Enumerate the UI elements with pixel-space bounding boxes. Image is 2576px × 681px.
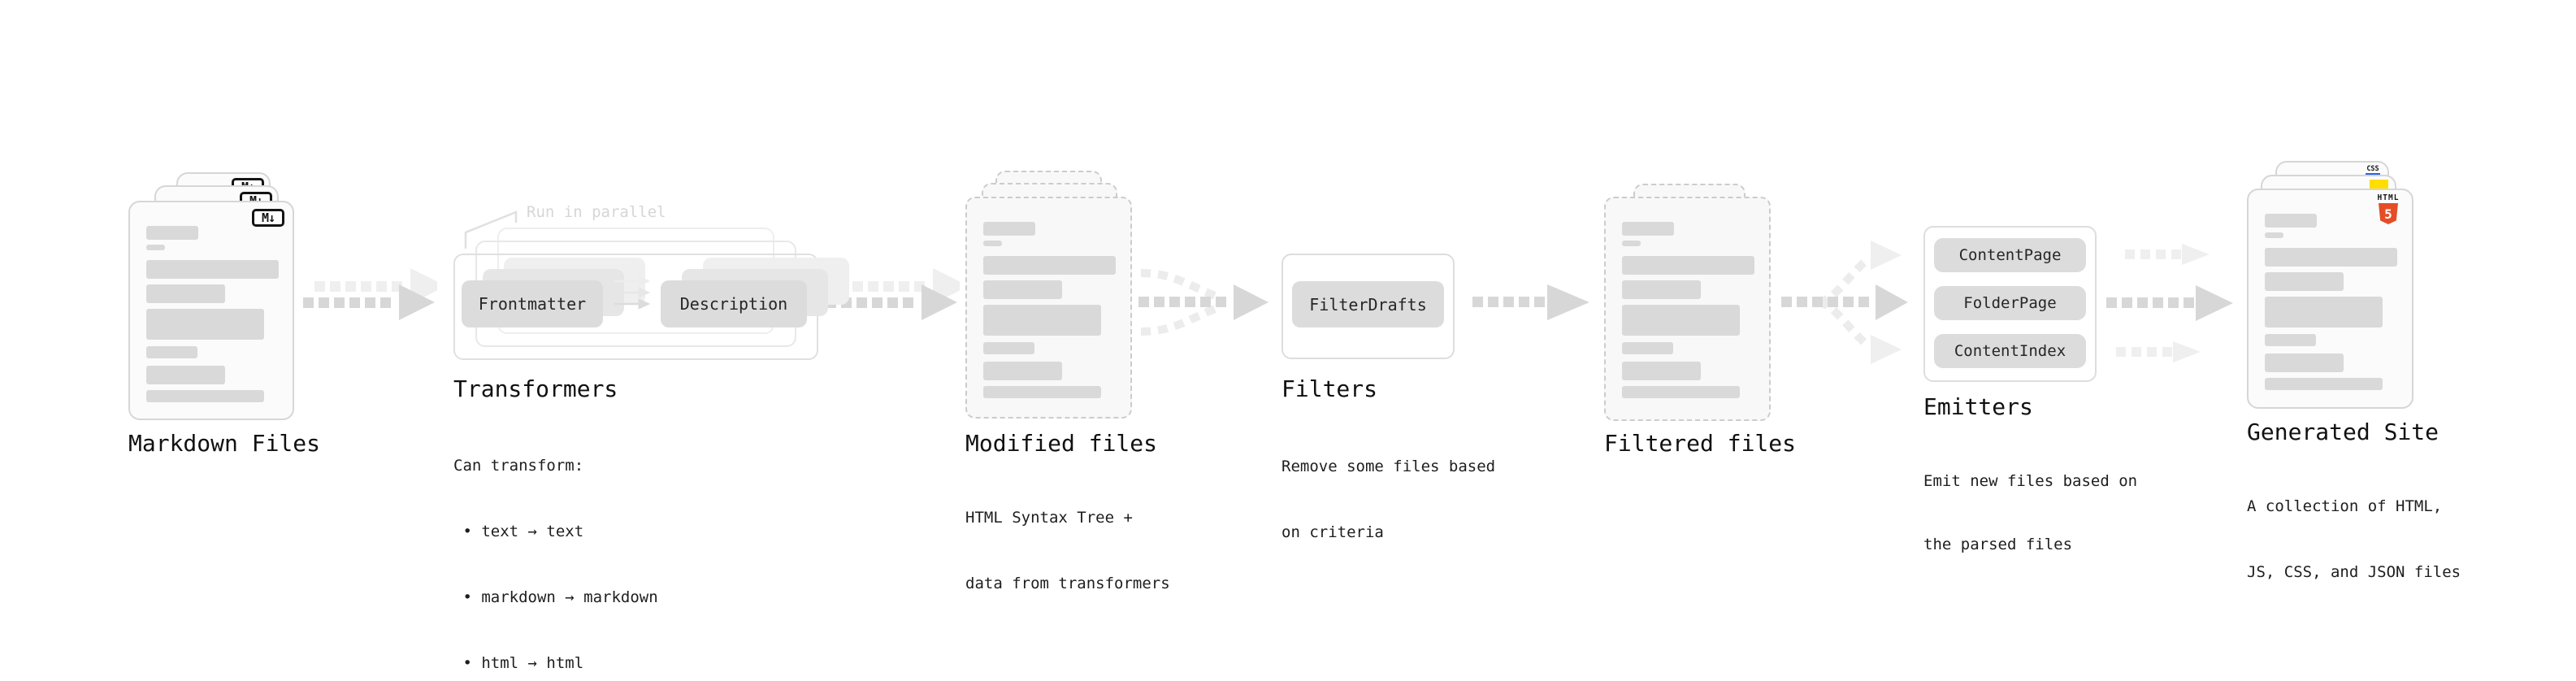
generated-site-title: Generated Site	[2247, 419, 2439, 445]
content-bar	[146, 284, 225, 303]
markdown-files-title: Markdown Files	[128, 430, 321, 457]
desc-line: Emit new files based on	[1923, 472, 2138, 490]
html5-icon-shield: 5	[2379, 203, 2398, 224]
content-bar	[146, 226, 198, 240]
content-bar	[1622, 280, 1701, 299]
content-bar	[2265, 248, 2397, 267]
markdown-file-stack: M↓ M↓ M↓	[128, 172, 301, 421]
desc-line: data from transformers	[965, 575, 1170, 592]
content-bar	[1622, 241, 1641, 246]
content-bar	[983, 241, 1002, 246]
merge-arrow-icon	[1138, 269, 1268, 336]
html5-icon: HTML 5	[2374, 194, 2402, 224]
content-bar	[146, 309, 264, 340]
filtered-files-stack	[1604, 184, 1775, 423]
desc-line: Remove some files based	[1281, 458, 1496, 475]
content-bar	[983, 222, 1035, 236]
content-bar	[2265, 334, 2316, 346]
html5-icon-label: HTML	[2377, 193, 2400, 202]
content-bar	[983, 386, 1101, 398]
filtered-files-title: Filtered files	[1604, 430, 1797, 457]
desc-line: on criteria	[1281, 523, 1384, 541]
content-bar	[983, 256, 1116, 275]
modified-files-stack	[965, 171, 1136, 423]
css-icon-bar	[2366, 173, 2380, 176]
content-bar	[1622, 362, 1701, 380]
filterdrafts-pill: FilterDrafts	[1292, 281, 1444, 327]
folderpage-pill: FolderPage	[1934, 286, 2086, 320]
desc-line: • text → text	[453, 523, 584, 540]
split-arrow-icon	[1781, 241, 1908, 364]
flow-arrow-icon	[303, 268, 437, 320]
file-card-front	[965, 197, 1132, 419]
transformers-description: Can transform: • text → text • markdown …	[453, 411, 658, 681]
desc-line: JS, CSS, and JSON files	[2247, 563, 2461, 581]
content-bar	[146, 390, 264, 402]
content-bar	[983, 280, 1062, 299]
content-bar	[2265, 354, 2344, 372]
flow-arrow-icon	[1472, 284, 1589, 320]
content-bar	[2265, 232, 2283, 238]
css-icon: CSS	[2365, 166, 2381, 176]
content-bar	[2265, 214, 2317, 228]
triple-arrow-icon	[2106, 244, 2233, 362]
annotation-leader-line	[464, 210, 518, 249]
flow-arrow-icon	[826, 268, 960, 320]
transformers-title: Transformers	[453, 375, 618, 402]
content-bar	[1622, 342, 1673, 354]
generated-site-stack: CSS HTML 5	[2247, 159, 2418, 411]
desc-line: A collection of HTML,	[2247, 497, 2443, 515]
emitters-description: Emit new files based on the parsed files	[1923, 428, 2137, 597]
desc-line: • html → html	[453, 654, 584, 672]
description-pill: Description	[661, 280, 807, 327]
file-card-front: HTML 5	[2247, 189, 2413, 409]
desc-line: Can transform:	[453, 457, 584, 475]
file-card-front: M↓	[128, 201, 294, 420]
contentindex-pill: ContentIndex	[1934, 334, 2086, 368]
content-bar	[983, 342, 1034, 354]
frontmatter-pill: Frontmatter	[462, 280, 603, 327]
content-bar	[983, 362, 1062, 380]
filters-description: Remove some files based on criteria	[1281, 412, 1495, 588]
content-bar	[1622, 305, 1740, 336]
modified-files-description: HTML Syntax Tree + data from transformer…	[965, 463, 1170, 639]
javascript-icon	[2370, 180, 2388, 189]
generated-site-description: A collection of HTML, JS, CSS, and JSON …	[2247, 452, 2461, 627]
emitters-title: Emitters	[1923, 393, 2033, 420]
content-bar	[146, 245, 165, 250]
modified-files-title: Modified files	[965, 430, 1158, 457]
html5-icon-number: 5	[2384, 206, 2392, 222]
content-bar	[146, 366, 225, 384]
content-bar	[983, 305, 1101, 336]
content-bar	[2265, 378, 2383, 390]
markdown-icon: M↓	[252, 209, 284, 227]
content-bar	[1622, 256, 1754, 275]
filters-title: Filters	[1281, 375, 1378, 402]
contentpage-pill: ContentPage	[1934, 238, 2086, 272]
content-bar	[2265, 272, 2344, 291]
desc-line: HTML Syntax Tree +	[965, 509, 1133, 527]
desc-line: • markdown → markdown	[453, 588, 658, 606]
content-bar	[2265, 297, 2383, 327]
content-bar	[1622, 386, 1740, 398]
content-bar	[146, 260, 279, 279]
css-icon-label: CSS	[2366, 165, 2379, 173]
content-bar	[1622, 222, 1674, 236]
desc-line: the parsed files	[1923, 536, 2073, 553]
content-bar	[146, 346, 197, 358]
file-card-front	[1604, 197, 1771, 421]
parallel-arrows-icon	[614, 275, 650, 310]
run-in-parallel-label: Run in parallel	[527, 203, 666, 221]
